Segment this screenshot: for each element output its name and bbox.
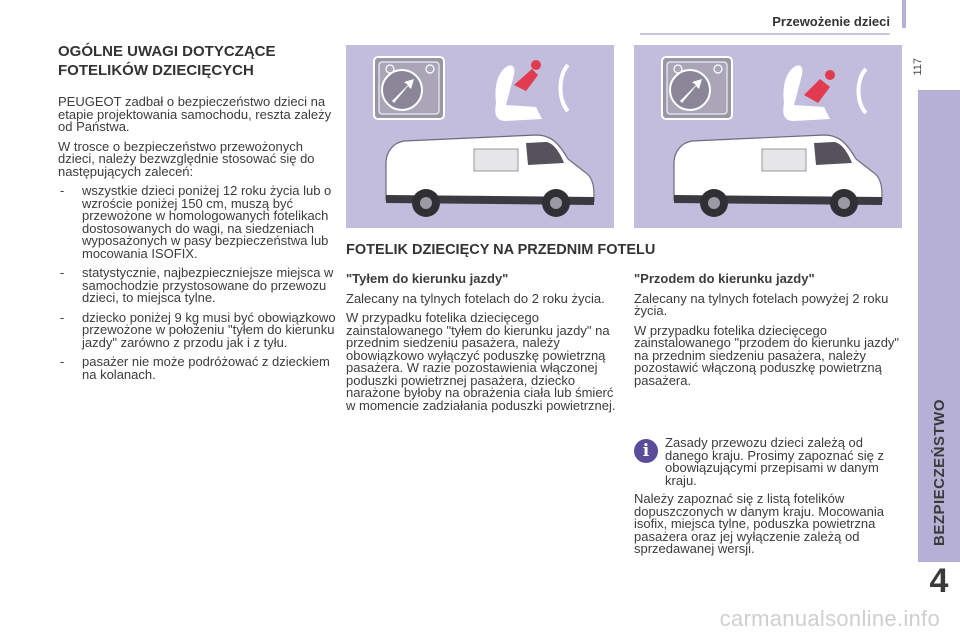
seat-icon [783, 65, 830, 121]
rear-facing-paragraph: W przypadku fotelika dziecięcego zainsta… [346, 310, 616, 413]
front-seat-section-title: FOTELIK DZIECIĘCY NA PRZEDNIM FOTELU [346, 242, 656, 258]
header-rule [640, 33, 890, 35]
section-title: OGÓLNE UWAGI DOTYCZĄCE FOTELIKÓW DZIECIĘ… [58, 43, 276, 79]
rear-facing-heading: "Tyłem do kierunku jazdy" [346, 271, 509, 286]
seat-icon [495, 65, 542, 121]
rear-facing-column: "Tyłem do kierunku jazdy" Zalecany na ty… [346, 271, 616, 419]
chapter-label-text: BEZPIECZEŃSTWO [930, 398, 948, 546]
list-item: dziecko poniżej 9 kg musi być obowiązkow… [58, 311, 336, 350]
forward-facing-heading: "Przodem do kierunku jazdy" [634, 271, 815, 286]
arrow-icon [392, 79, 414, 103]
list-item: statystycznie, najbezpieczniejsze miejsc… [58, 266, 336, 305]
page-number: 117 [912, 58, 924, 76]
watermark: carmanualsonline.info [719, 606, 940, 631]
list-item: pasażer nie może podróżować z dzieckiem … [58, 355, 336, 381]
info-note-text: Zasady przewozu dzieci zależą od danego … [665, 435, 884, 488]
header-title: Przewożenie dzieci [772, 14, 890, 29]
rear-facing-paragraph: Zalecany na tylnych fotelach do 2 roku ż… [346, 290, 605, 306]
chapter-label: BEZPIECZEŃSTWO [918, 90, 960, 560]
airbag-symbol-icon [856, 67, 868, 115]
intro-paragraph: PEUGEOT zadbał o bezpieczeństwo dzieci n… [58, 94, 332, 134]
forward-facing-column: "Przodem do kierunku jazdy" Zalecany na … [634, 271, 904, 394]
chapter-number: 4 [929, 562, 949, 600]
child-seat-highlight-icon [804, 79, 830, 103]
van-icon [673, 134, 883, 217]
child-seat-highlight-icon [514, 69, 538, 91]
chapter-side-band [918, 90, 960, 562]
recommendation-list: wszystkie dzieci poniżej 12 roku życia l… [58, 184, 336, 381]
forward-facing-paragraph: Zalecany na tylnych fotelach powyżej 2 r… [634, 290, 889, 318]
intro-paragraph: W trosce o bezpieczeństwo przewożonych d… [58, 138, 315, 179]
info-icon: i [634, 439, 658, 463]
rear-facing-diagram [373, 56, 595, 217]
intro-column: PEUGEOT zadbał o bezpieczeństwo dzieci n… [58, 94, 336, 388]
info-note: i Zasady przewozu dzieci zależą od daneg… [634, 435, 904, 556]
page-tab-marker [902, 0, 906, 28]
airbag-symbol-icon [558, 63, 570, 113]
list-item: wszystkie dzieci poniżej 12 roku życia l… [58, 184, 336, 260]
forward-facing-diagram [661, 56, 883, 217]
van-icon [385, 134, 595, 217]
rear-facing-illustration [346, 45, 614, 228]
info-paragraph: Należy zapoznać się z listą fotelików do… [634, 491, 885, 556]
forward-facing-illustration [634, 45, 902, 228]
forward-facing-paragraph: W przypadku fotelika dziecięcego zainsta… [634, 322, 900, 388]
arrow-icon [680, 79, 702, 103]
